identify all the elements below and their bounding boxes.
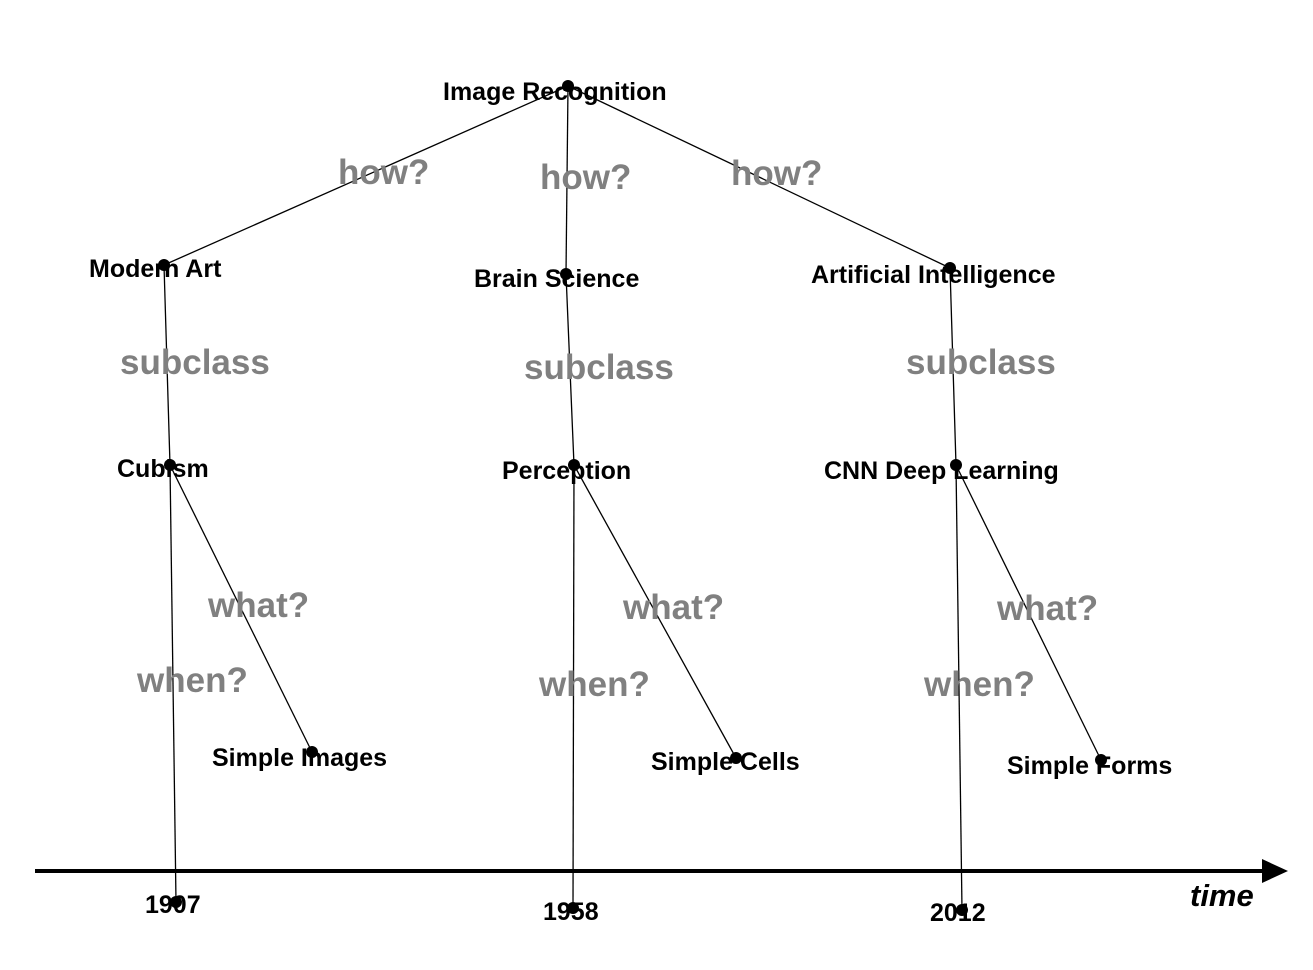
node-label-brain-science: Brain Science: [474, 265, 639, 293]
edge-perception-simple-cells: [573, 464, 737, 759]
edge-cubism-1907: [169, 464, 177, 903]
edge-label-how-right: how?: [731, 154, 822, 193]
edge-label-when-middle: when?: [538, 665, 650, 704]
edge-brain-science-perception: [565, 273, 575, 466]
edge-labels: how? how? how? subclass subclass subclas…: [120, 153, 1098, 704]
node-dot-1907: [170, 896, 182, 908]
node-label-simple-forms: Simple Forms: [1007, 752, 1172, 780]
edge-label-subclass-left: subclass: [120, 343, 270, 382]
node-label-image-recognition: Image Recognition: [443, 78, 667, 106]
edge-label-what-left: what?: [207, 586, 309, 625]
edge-cnn-2012: [955, 464, 963, 911]
edge-root-ai: [567, 85, 951, 269]
node-dot-brain-science: [560, 268, 572, 280]
node-dot-perception: [568, 459, 580, 471]
time-axis: time: [35, 859, 1288, 913]
node-labels: Image Recognition Modern Art Brain Scien…: [89, 78, 1172, 780]
node-label-perception: Perception: [502, 457, 631, 485]
node-dot-cubism: [164, 459, 176, 471]
edge-label-when-right: when?: [923, 665, 1035, 704]
node-dot-simple-forms: [1095, 754, 1107, 766]
edge-ai-cnn: [949, 267, 957, 466]
node-dot-image-recognition: [562, 80, 574, 92]
edge-modern-art-cubism: [163, 264, 171, 466]
time-axis-arrowhead-icon: [1262, 859, 1288, 883]
node-dot-cnn-deep-learning: [950, 459, 962, 471]
edge-cubism-simple-images: [169, 464, 313, 753]
node-label-modern-art: Modern Art: [89, 255, 222, 283]
edge-label-what-right: what?: [996, 589, 1098, 628]
node-label-cubism: Cubism: [117, 455, 209, 483]
node-dot-artificial-intelligence: [944, 262, 956, 274]
edges: [163, 85, 1102, 911]
edge-label-what-middle: what?: [622, 588, 724, 627]
node-dot-1958: [567, 902, 579, 914]
node-dot-simple-cells: [730, 752, 742, 764]
year-labels: 1907 1958 2012: [145, 891, 986, 927]
edge-label-subclass-right: subclass: [906, 343, 1056, 382]
node-label-simple-cells: Simple Cells: [651, 748, 800, 776]
edge-label-subclass-middle: subclass: [524, 348, 674, 387]
node-label-artificial-intelligence: Artificial Intelligence: [811, 261, 1056, 289]
time-axis-label: time: [1190, 878, 1254, 913]
node-dot-modern-art: [158, 259, 170, 271]
edge-label-how-middle: how?: [540, 158, 631, 197]
node-dots: [158, 80, 1107, 916]
node-label-simple-images: Simple Images: [212, 744, 387, 772]
edge-cnn-simple-forms: [955, 464, 1102, 761]
edge-perception-1958: [572, 464, 575, 909]
edge-root-brain-science: [565, 85, 569, 275]
edge-label-when-left: when?: [136, 661, 248, 700]
node-dot-2012: [956, 904, 968, 916]
node-label-cnn-deep-learning: CNN Deep Learning: [824, 457, 1059, 485]
edge-root-modern-art: [163, 85, 569, 266]
node-dot-simple-images: [306, 746, 318, 758]
edge-label-how-left: how?: [338, 153, 429, 192]
